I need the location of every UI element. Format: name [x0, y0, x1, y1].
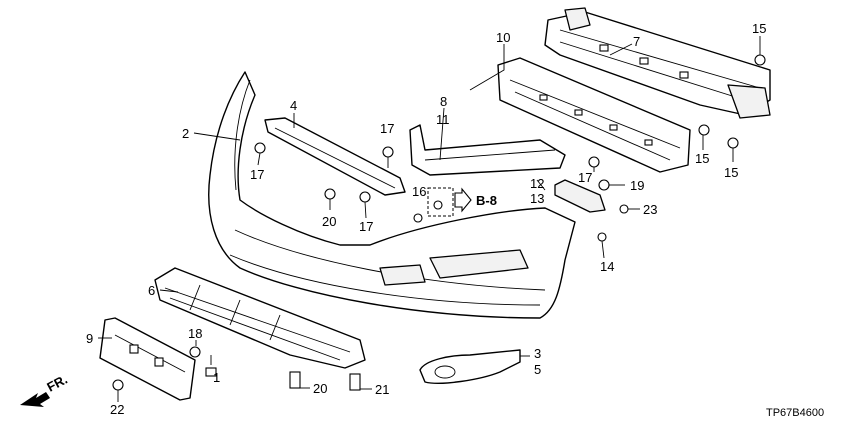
lower-grille — [154, 267, 366, 369]
callout-10: 10 — [496, 30, 510, 45]
clip-icon — [382, 146, 394, 158]
callout-11: 11 — [436, 112, 450, 127]
screw-icon — [598, 179, 610, 191]
reference-arrow — [427, 187, 472, 217]
callout-7: 7 — [633, 34, 640, 49]
callout-20-upper: 20 — [322, 214, 336, 229]
screw-icon — [112, 379, 124, 391]
callout-6: 6 — [148, 283, 155, 298]
clip-icon — [189, 346, 201, 358]
callout-17-center: 17 — [359, 219, 373, 234]
screw-icon — [324, 188, 336, 200]
screw-icon — [413, 213, 423, 223]
drawing-code: TP67B4600 — [766, 407, 824, 419]
callout-19: 19 — [630, 178, 644, 193]
bolt-icon — [754, 54, 766, 66]
callout-18: 18 — [188, 326, 202, 341]
front-direction-arrow — [20, 392, 50, 407]
reference-label: B-8 — [476, 193, 497, 208]
bolt-icon — [349, 373, 361, 391]
clip-icon — [619, 204, 629, 214]
clip-icon — [254, 142, 266, 154]
callout-15-left: 15 — [695, 151, 709, 166]
screw-icon — [597, 232, 607, 242]
side-spacer-bracket — [554, 179, 606, 213]
license-plate-base — [99, 317, 196, 401]
callout-8: 8 — [440, 94, 447, 109]
callout-16: 16 — [412, 184, 426, 199]
callout-17-left: 17 — [250, 167, 264, 182]
callout-17-top: 17 — [380, 121, 394, 136]
bumper-reinforcement-beam — [544, 7, 771, 119]
callout-15-top: 15 — [752, 21, 766, 36]
bumper-absorber — [497, 57, 691, 173]
callout-5: 5 — [534, 362, 541, 377]
front-bumper-face — [208, 71, 576, 319]
fastener-icons — [112, 54, 766, 391]
callout-12: 12 — [530, 176, 544, 191]
callout-22: 22 — [110, 402, 124, 417]
callout-2: 2 — [182, 126, 189, 141]
callout-14: 14 — [600, 259, 614, 274]
callout-13: 13 — [530, 191, 544, 206]
nut-icon — [727, 137, 739, 149]
upper-center-bracket — [409, 124, 566, 176]
callout-labels: 1 2 3 4 5 6 7 8 9 10 11 12 13 14 15 15 1… — [44, 21, 824, 419]
nut-icon — [205, 367, 217, 377]
clip-icon — [359, 191, 371, 203]
callout-3: 3 — [534, 346, 541, 361]
callout-1: 1 — [213, 370, 220, 385]
callout-15-right: 15 — [724, 165, 738, 180]
leader-lines — [98, 36, 761, 402]
callout-20-lower: 20 — [313, 381, 327, 396]
direction-label: FR. — [44, 372, 70, 395]
bumper-side-bracket — [264, 117, 406, 196]
nut-icon — [698, 124, 710, 136]
clip-icon — [588, 156, 600, 168]
callout-23: 23 — [643, 202, 657, 217]
callout-4: 4 — [290, 98, 297, 113]
clip-icon — [433, 200, 443, 210]
callout-21: 21 — [375, 382, 389, 397]
callout-9: 9 — [86, 331, 93, 346]
fog-light-cover — [419, 349, 521, 384]
bolt-icon — [289, 371, 301, 389]
callout-17-right: 17 — [578, 170, 592, 185]
